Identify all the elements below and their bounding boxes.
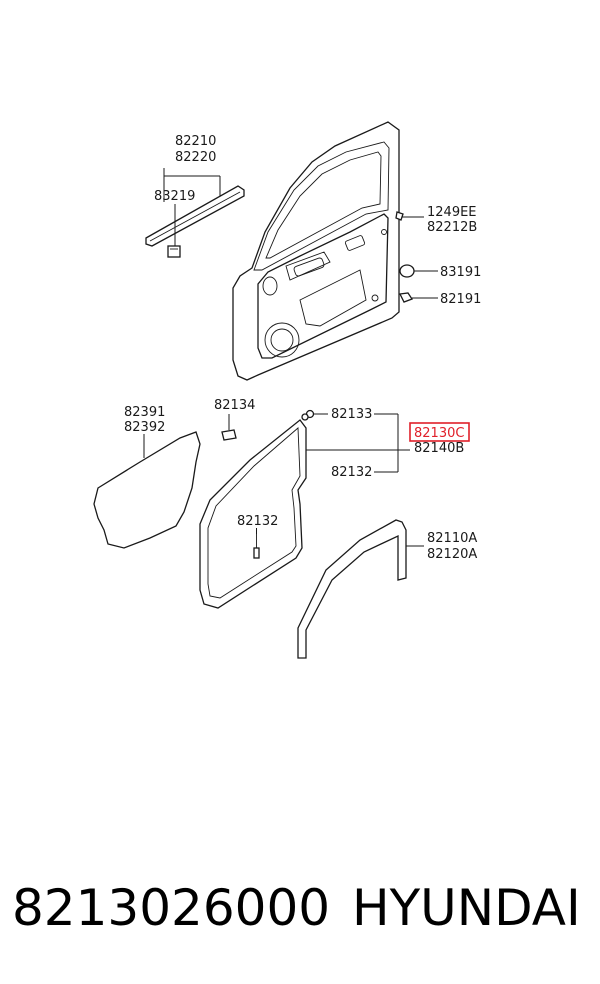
label-82132-upper: 82132 (331, 465, 372, 480)
vapor-barrier-drawing (93, 431, 201, 549)
brand-name: HYUNDAI (352, 879, 581, 937)
clip-drawing (253, 534, 260, 559)
label-1249EE: 1249EE (427, 205, 477, 220)
label-82391: 82391 (124, 405, 165, 420)
label-82120A: 82120A (427, 547, 477, 562)
label-82133: 82133 (331, 407, 372, 422)
label-82191: 82191 (440, 292, 481, 307)
label-82132-lower: 82132 (237, 514, 278, 529)
retainer-drawing (221, 429, 237, 441)
label-82220: 82220 (175, 150, 216, 165)
beltline-moulding-drawing (145, 185, 245, 258)
door-weatherstrip-drawing (199, 409, 315, 609)
highlight-box-82130C (409, 422, 470, 442)
label-82140B: 82140B (414, 441, 464, 456)
part-labels: 82210 82220 83219 1249EE 82212B 83191 82… (124, 134, 481, 562)
label-82110A: 82110A (427, 531, 477, 546)
label-82212B: 82212B (427, 220, 477, 235)
door-panel-drawing (232, 121, 400, 381)
label-83219: 83219 (154, 189, 195, 204)
label-82130C: 82130C (414, 426, 464, 441)
footer: 8213026000 HYUNDAI (0, 872, 600, 952)
label-82210: 82210 (175, 134, 216, 149)
leader-lines (143, 168, 438, 547)
parts-diagram: 82210 82220 83219 1249EE 82212B 83191 82… (93, 121, 481, 659)
label-82134: 82134 (214, 398, 255, 413)
part-number: 8213026000 (12, 879, 331, 937)
label-82392: 82392 (124, 420, 165, 435)
label-83191: 83191 (440, 265, 481, 280)
fastener-drawings (395, 211, 415, 303)
body-weatherstrip-drawing (297, 519, 407, 659)
